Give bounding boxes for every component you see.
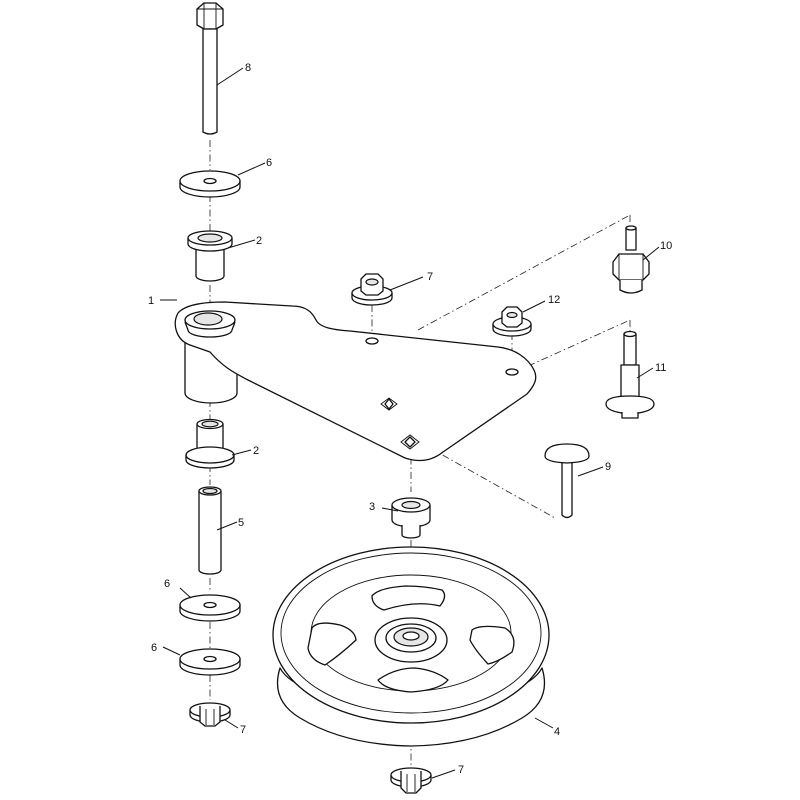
assembly-centerlines	[209, 140, 631, 768]
bolt-part-8	[196, 2, 224, 135]
bushing-part-2-lower	[185, 418, 235, 469]
callout-2-top: 2	[256, 235, 262, 247]
carriage-bolt-part-9	[544, 443, 590, 519]
spacer-part-3	[391, 497, 431, 539]
flange-nut-part-7-top	[351, 273, 393, 306]
washer-part-6-top	[179, 170, 241, 198]
callout-labels: 1 2 2 3 4 5 6 6 6 7 7 7 8 9 10 11 12	[148, 62, 672, 776]
callout-6-top: 6	[266, 157, 272, 169]
leader-lines	[160, 67, 660, 779]
callout-3: 3	[369, 501, 375, 513]
callout-6-lower: 6	[151, 642, 157, 654]
pulley-part-4	[272, 546, 550, 747]
washer-part-6-middle	[179, 594, 241, 622]
bushing-part-2-top	[187, 230, 233, 282]
callout-7-left: 7	[240, 724, 246, 736]
callout-7-top: 7	[427, 271, 433, 283]
callout-4: 4	[554, 726, 560, 738]
callout-12: 12	[548, 294, 560, 306]
flange-nut-part-7-bottom	[390, 767, 432, 794]
callout-11: 11	[655, 362, 666, 374]
callout-8: 8	[245, 62, 251, 74]
callout-1: 1	[148, 295, 154, 307]
idler-arm-part-1	[174, 301, 537, 462]
shoulder-bolt-part-11	[605, 330, 655, 419]
washer-part-6-lower	[179, 648, 241, 676]
callout-10: 10	[660, 240, 672, 252]
flange-nut-part-12	[492, 306, 532, 337]
callout-5: 5	[238, 517, 244, 529]
callout-9: 9	[605, 461, 611, 473]
stud-part-10	[612, 225, 650, 294]
flange-nut-part-7-left	[189, 702, 231, 727]
spacer-part-5	[198, 486, 222, 575]
callout-6-middle: 6	[164, 578, 170, 590]
callout-7-bottom: 7	[458, 764, 464, 776]
callout-2-lower: 2	[253, 445, 259, 457]
